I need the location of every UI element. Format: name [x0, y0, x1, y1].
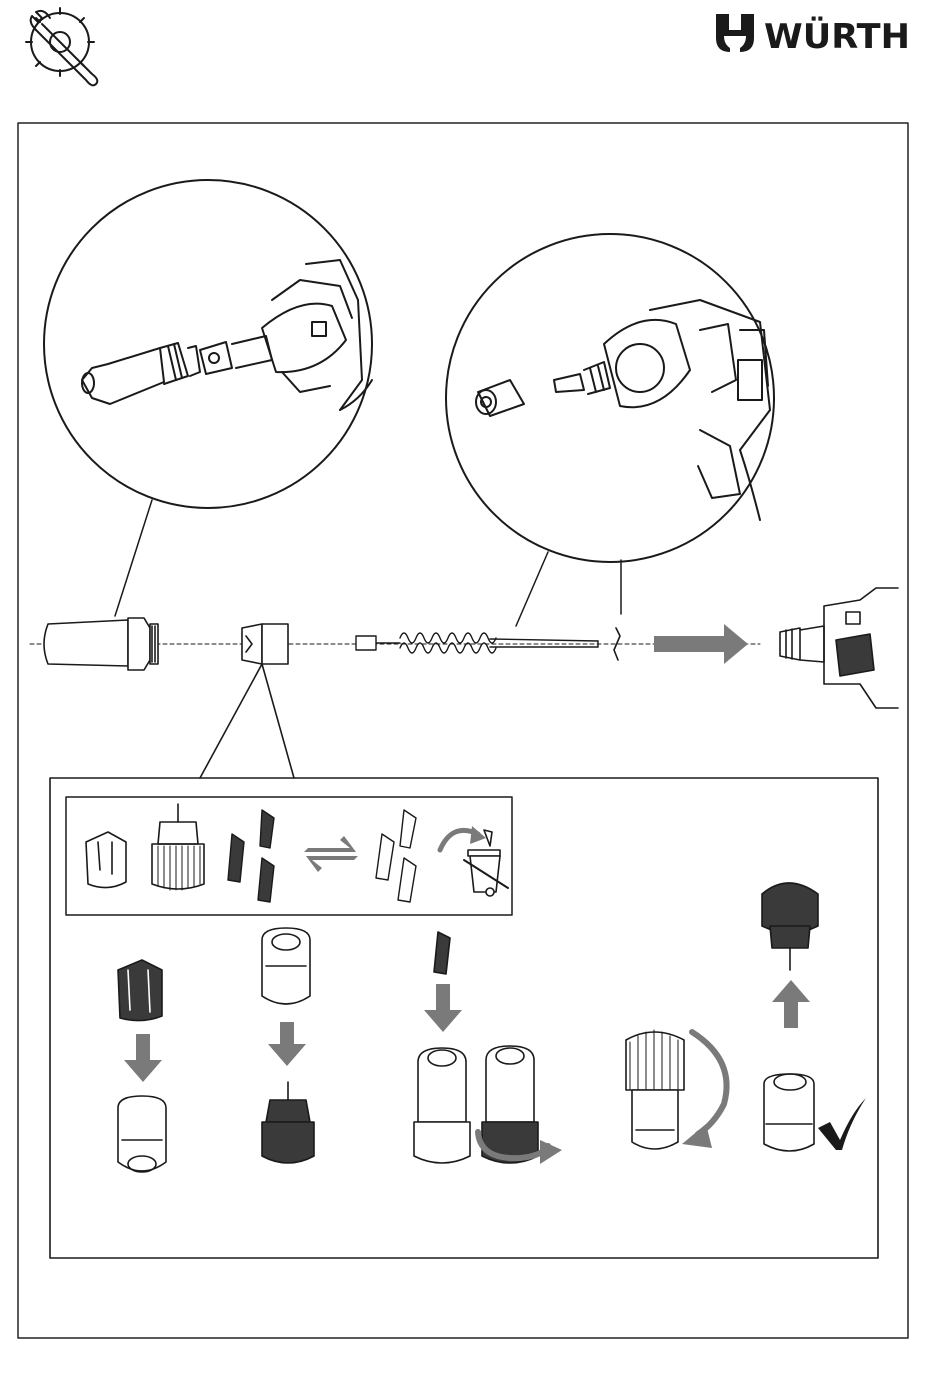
nosepiece-drawing — [82, 260, 372, 410]
down-arrow — [124, 1034, 162, 1082]
mandrel-spring-part — [356, 633, 598, 653]
jaw-cage-dark — [118, 960, 162, 1021]
tool-head-detail-view — [446, 234, 774, 626]
step-1-jaw-cage — [118, 960, 166, 1172]
detail-leader-line — [115, 500, 152, 616]
down-arrow — [268, 1022, 306, 1066]
single-jaw — [434, 932, 450, 974]
dispose-bin-icon — [440, 826, 508, 896]
insert-direction-arrow — [654, 624, 748, 664]
jaw-cage-icon — [86, 832, 126, 888]
jaw-pusher-icon — [152, 804, 204, 890]
assembled-housing — [764, 1074, 814, 1151]
rotate-arrow — [692, 1032, 727, 1134]
check-mark-icon — [818, 1098, 866, 1150]
callout-connector — [200, 664, 294, 778]
nosepiece-detail-view — [44, 180, 372, 616]
assembly-open — [414, 1048, 470, 1163]
worn-jaws-icon — [228, 810, 274, 902]
jaws-procedure-panel — [50, 778, 878, 1258]
pusher-dark-removed — [762, 883, 818, 970]
service-gear-wrench-icon — [26, 8, 97, 85]
jaw-housing-part — [242, 624, 288, 664]
pusher-dark — [262, 1082, 314, 1163]
brand-name: WÜRTH — [764, 16, 910, 57]
step-3-insert-jaws — [414, 932, 562, 1164]
nosepiece-part — [44, 618, 158, 670]
jaw-housing-top — [118, 1096, 166, 1172]
tool-head-drawing — [476, 300, 770, 520]
step-5-result-ok — [762, 883, 866, 1151]
exploded-assembly-row — [30, 588, 898, 708]
jaw-housing-inverted — [262, 928, 310, 1004]
up-arrow — [772, 980, 810, 1028]
brand-logo: WÜRTH — [716, 14, 910, 57]
step-4-tighten — [626, 1030, 727, 1149]
swap-arrows-icon — [304, 836, 358, 872]
step-2-jaw-housing — [262, 928, 314, 1163]
down-arrow — [424, 984, 462, 1032]
new-jaws-icon — [376, 810, 416, 902]
detail-leader-line — [516, 552, 548, 626]
jaws-replacement-overview — [66, 797, 512, 915]
tool-body-part — [780, 588, 898, 708]
assembly-rotated — [478, 1046, 562, 1164]
